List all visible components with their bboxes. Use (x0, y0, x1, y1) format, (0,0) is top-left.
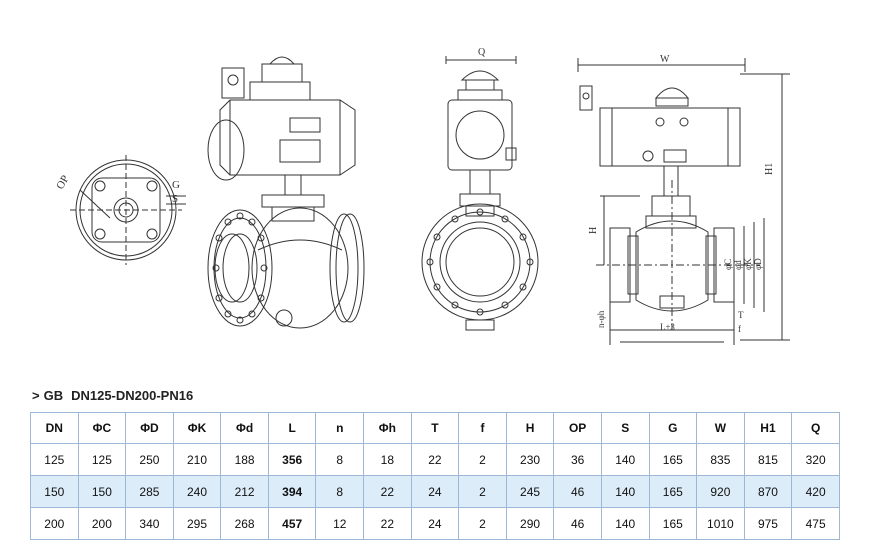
cell: 870 (743, 475, 793, 508)
cell: 340 (125, 507, 174, 540)
table-header-row: DN ΦC ΦD ΦK Φd L n Φh T f H OP S G W H1 … (30, 412, 840, 444)
cell: 165 (648, 507, 698, 540)
w-label: W (660, 54, 670, 65)
cell: 240 (172, 475, 222, 508)
col-h1: H1 (743, 412, 793, 444)
t-label: T (738, 310, 744, 320)
col-phi-c: ΦC (77, 412, 127, 444)
phi-c-label: φC (723, 259, 733, 270)
n-phi-h-label: n-φh (596, 310, 606, 328)
cell: 815 (743, 443, 793, 476)
cell: 2 (458, 443, 507, 476)
technical-drawings: OP G S (54, 47, 790, 345)
cell: 2 (458, 475, 507, 508)
cell: 140 (600, 475, 650, 508)
cell: 165 (648, 475, 698, 508)
col-f: f (458, 412, 507, 444)
cell: 320 (791, 443, 840, 476)
cell: 8 (315, 475, 365, 508)
col-op: OP (553, 412, 602, 444)
cell: 22 (410, 443, 460, 476)
cell: 290 (505, 507, 555, 540)
cell: 12 (315, 507, 365, 540)
cell: 356 (267, 443, 317, 476)
cell: 457 (267, 507, 317, 540)
col-phi-d: Φd (220, 412, 269, 444)
f-label: f (738, 324, 741, 334)
cell: 18 (363, 443, 412, 476)
cell: 394 (267, 475, 317, 508)
cell: 150 (77, 475, 127, 508)
cell: 285 (125, 475, 174, 508)
cell: 46 (553, 507, 602, 540)
side-valve-view (421, 56, 539, 331)
h-label: H (588, 227, 599, 234)
q-label: Q (478, 47, 486, 58)
table-row: 125 125 250 210 188 356 8 18 22 2 230 36… (30, 443, 840, 476)
col-l: L (267, 412, 317, 444)
cell: 250 (125, 443, 174, 476)
cell: 212 (220, 475, 269, 508)
cell: 188 (220, 443, 269, 476)
cell: 295 (172, 507, 222, 540)
col-phi-h: Φh (363, 412, 412, 444)
isometric-valve-view (207, 56, 365, 329)
front-section-view (577, 58, 790, 345)
g-label: G (172, 179, 180, 191)
cell: 140 (600, 507, 650, 540)
cell: 420 (791, 475, 840, 508)
phi-d-label: φd (733, 260, 743, 270)
col-phi-D: ΦD (125, 412, 174, 444)
cell: 475 (791, 507, 840, 540)
spec-table: DN ΦC ΦD ΦK Φd L n Φh T f H OP S G W H1 … (30, 412, 840, 540)
op-label: OP (54, 173, 71, 191)
phi-D-label: φD (753, 258, 763, 270)
cell: 835 (696, 443, 745, 476)
cell: 975 (743, 507, 793, 540)
col-phi-k: ΦK (172, 412, 222, 444)
l-tolerance-label: L±3 (660, 322, 675, 332)
cell: 22 (363, 475, 412, 508)
cell: 24 (410, 475, 460, 508)
cell: 46 (553, 475, 602, 508)
col-t: T (410, 412, 460, 444)
cell: 150 (30, 475, 79, 508)
cell: 245 (505, 475, 555, 508)
cell: 1010 (696, 507, 745, 540)
col-q: Q (791, 412, 840, 444)
cell: 200 (77, 507, 127, 540)
col-g: G (648, 412, 698, 444)
col-w: W (696, 412, 745, 444)
col-n: n (315, 412, 365, 444)
standard-label: GB (43, 388, 64, 403)
cell: 24 (410, 507, 460, 540)
cell: 36 (553, 443, 602, 476)
arrow-icon: > (32, 388, 40, 403)
col-dn: DN (30, 412, 79, 444)
cell: 268 (220, 507, 269, 540)
cell: 125 (30, 443, 79, 476)
cell: 125 (77, 443, 127, 476)
spec-section-title: >GB DN125-DN200-PN16 (32, 388, 193, 403)
cell: 22 (363, 507, 412, 540)
phi-k-label: φK (743, 258, 753, 270)
cell: 920 (696, 475, 745, 508)
cell: 165 (648, 443, 698, 476)
h1-label: H1 (764, 163, 775, 175)
cell: 210 (172, 443, 222, 476)
cell: 140 (600, 443, 650, 476)
table-row: 150 150 285 240 212 394 8 22 24 2 245 46… (30, 475, 840, 508)
table-row: 200 200 340 295 268 457 12 22 24 2 290 4… (30, 507, 840, 540)
series-label: DN125-DN200-PN16 (71, 388, 194, 403)
col-s: S (600, 412, 650, 444)
top-flange-view (70, 155, 186, 265)
cell: 200 (30, 507, 79, 540)
s-label: S (172, 193, 178, 205)
cell: 2 (458, 507, 507, 540)
cell: 8 (315, 443, 365, 476)
col-h: H (505, 412, 555, 444)
cell: 230 (505, 443, 555, 476)
